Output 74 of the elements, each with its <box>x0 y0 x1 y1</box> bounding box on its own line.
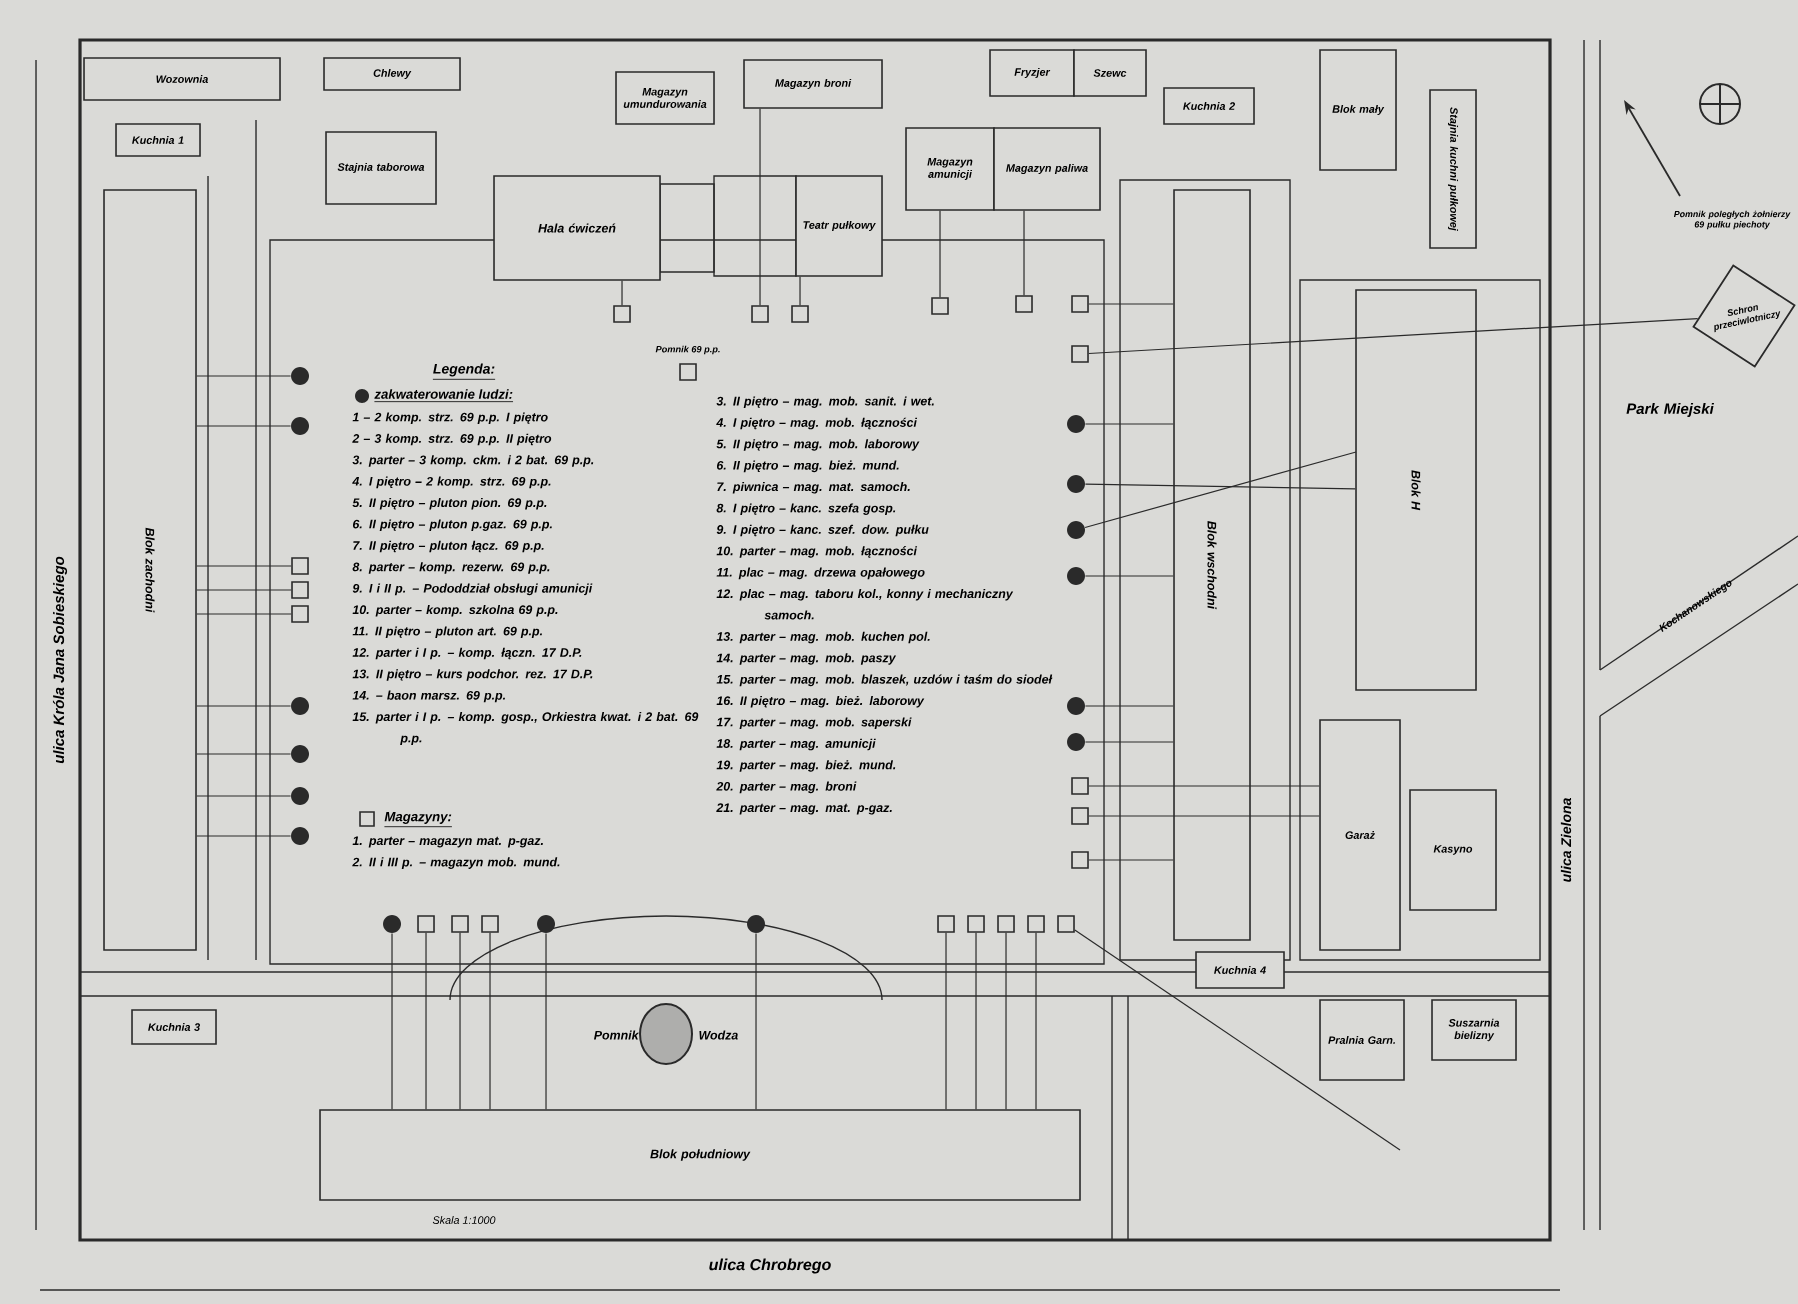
leader-line <box>391 932 393 1110</box>
storage-marker <box>291 557 309 575</box>
leader-line <box>459 932 461 1110</box>
storage-marker <box>291 605 309 623</box>
storage-marker <box>751 305 769 323</box>
quarters-marker <box>383 915 401 933</box>
leader-line <box>196 565 292 567</box>
leader-line <box>196 375 292 377</box>
leader-line <box>759 108 761 306</box>
storage-marker <box>1071 295 1089 313</box>
leader-line <box>425 932 427 1110</box>
storage-marker <box>417 915 435 933</box>
quarters-marker <box>291 827 309 845</box>
quarters-marker <box>1067 567 1085 585</box>
storage-marker <box>451 915 469 933</box>
leader-line <box>1088 785 1320 787</box>
leader-line <box>1084 451 1357 529</box>
leader-line <box>1084 705 1174 707</box>
leader-line <box>945 932 947 1110</box>
storage-marker <box>291 581 309 599</box>
storage-marker <box>1015 295 1033 313</box>
leader-line <box>975 932 977 1110</box>
leader-line <box>1023 210 1025 296</box>
leader-line <box>621 280 623 306</box>
storage-marker <box>1071 777 1089 795</box>
leader-line <box>939 210 941 298</box>
storage-marker <box>1071 807 1089 825</box>
leader-line <box>196 753 292 755</box>
storage-marker <box>679 363 697 381</box>
storage-marker <box>967 915 985 933</box>
quarters-marker <box>291 745 309 763</box>
storage-marker <box>1071 851 1089 869</box>
leader-line <box>196 425 292 427</box>
leader-line <box>1035 932 1037 1110</box>
storage-marker <box>1057 915 1075 933</box>
storage-marker <box>481 915 499 933</box>
quarters-marker <box>291 787 309 805</box>
leader-line <box>799 276 801 306</box>
leader-line <box>1074 929 1401 1151</box>
leader-line <box>489 932 491 1110</box>
quarters-marker <box>537 915 555 933</box>
storage-marker <box>931 297 949 315</box>
storage-marker <box>997 915 1015 933</box>
quarters-marker <box>1067 415 1085 433</box>
quarters-marker <box>291 697 309 715</box>
quarters-marker <box>747 915 765 933</box>
quarters-marker <box>1067 521 1085 539</box>
leader-line <box>1084 423 1174 425</box>
leader-line <box>1088 815 1320 817</box>
quarters-marker <box>1067 733 1085 751</box>
leader-line <box>1005 932 1007 1110</box>
storage-marker <box>1071 345 1089 363</box>
leader-line <box>196 795 292 797</box>
storage-marker <box>791 305 809 323</box>
storage-marker <box>937 915 955 933</box>
leader-line <box>196 835 292 837</box>
leader-line <box>1088 303 1174 305</box>
leader-line <box>1084 741 1174 743</box>
storage-marker <box>613 305 631 323</box>
street-name: ulica Chrobrego <box>709 1258 831 1274</box>
leader-line <box>196 613 292 615</box>
leader-line <box>755 932 757 1110</box>
leader-line <box>1088 318 1699 355</box>
leader-line <box>1088 859 1174 861</box>
leader-line <box>1084 575 1174 577</box>
quarters-marker <box>291 367 309 385</box>
quarters-marker <box>1067 475 1085 493</box>
storage-marker <box>1027 915 1045 933</box>
quarters-marker <box>1067 697 1085 715</box>
leader-line <box>1084 483 1356 490</box>
leader-line <box>196 705 292 707</box>
leader-line <box>196 589 292 591</box>
leader-line <box>545 932 547 1110</box>
quarters-marker <box>291 417 309 435</box>
